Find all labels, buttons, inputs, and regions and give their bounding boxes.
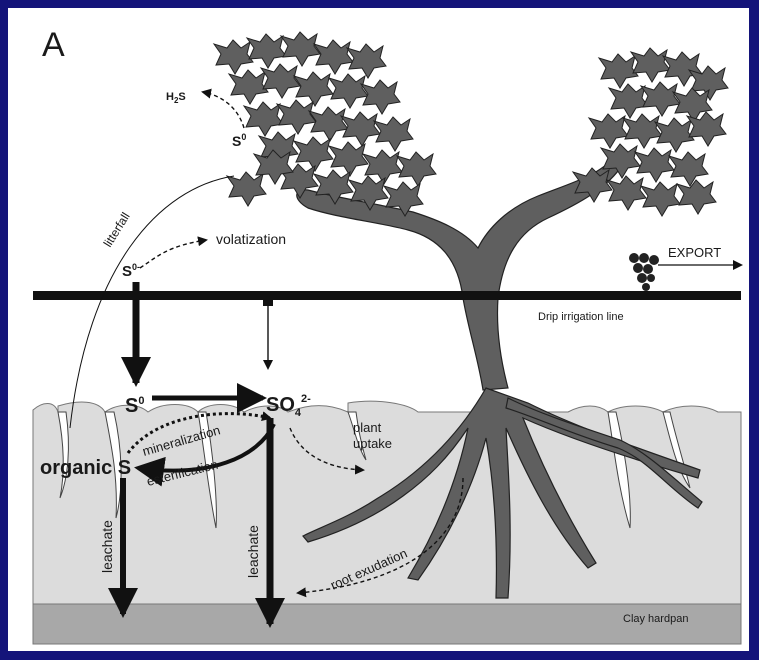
h2s-label: H2S xyxy=(166,91,186,105)
clay-hardpan-label: Clay hardpan xyxy=(623,613,688,625)
arrow-s0-to-h2s xyxy=(203,92,244,128)
organic-s-label: organic S xyxy=(40,457,131,479)
s0-leaf-label: S0 xyxy=(232,132,246,149)
plant-label: plant xyxy=(353,420,382,435)
arrow-litterfall xyxy=(70,176,234,428)
grape-cluster xyxy=(629,253,659,291)
uptake-label: uptake xyxy=(353,436,392,451)
sulfur-cycle-diagram: A H2S S0 litterfall S0- volatization EXP… xyxy=(8,8,749,651)
arrow-volatization xyxy=(140,240,206,268)
canopy xyxy=(214,32,728,216)
leachate-left-label: leachate xyxy=(99,520,115,573)
dripper xyxy=(263,298,273,306)
drip-irrigation-label: Drip irrigation line xyxy=(538,311,624,323)
panel-label: A xyxy=(42,26,65,64)
litterfall-label: litterfall xyxy=(101,210,133,250)
diagram-frame: A H2S S0 litterfall S0- volatization EXP… xyxy=(8,8,749,651)
volatization-label: volatization xyxy=(216,231,286,247)
s0-volatization-label: S0- xyxy=(122,262,140,280)
leachate-right-label: leachate xyxy=(245,525,261,578)
export-label: EXPORT xyxy=(668,245,721,260)
